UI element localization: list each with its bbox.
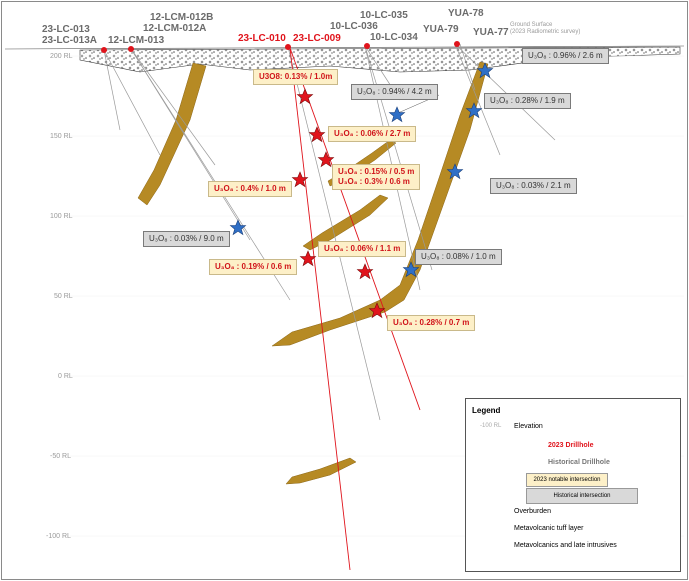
intersection-2023-box-2: U₃O₈ : 0.06% / 2.7 m bbox=[328, 126, 417, 142]
label-23-lc-013a: 23-LC-013A bbox=[42, 35, 98, 46]
intersection-hist-box-3: U₃O₈ : 0.28% / 1.9 m bbox=[484, 93, 571, 109]
legend-elevation: Elevation bbox=[514, 423, 543, 430]
rl-minus-100: -100 RL bbox=[46, 533, 71, 540]
rl-200: 200 RL bbox=[50, 53, 73, 60]
legend-historical-intersection: Historical intersection bbox=[526, 488, 638, 504]
rl-150: 150 RL bbox=[50, 133, 73, 140]
label-10-lc-034: 10-LC-034 bbox=[370, 32, 418, 43]
star-hist-2 bbox=[388, 106, 406, 123]
tuff-layer-deep bbox=[285, 457, 357, 485]
legend-tuff: Metavolcanic tuff layer bbox=[514, 525, 584, 532]
label-23-lc-010: 23-LC-010 bbox=[238, 33, 286, 44]
star-hist-3 bbox=[465, 102, 483, 119]
collar-10-lc-035 bbox=[364, 43, 370, 49]
intersection-2023-box-1: U3O8: 0.13% / 1.0m bbox=[253, 69, 339, 85]
ground-surface-line bbox=[4, 45, 685, 50]
legend-notable-2023: 2023 notable intersection bbox=[526, 473, 608, 487]
tuff-layer-left bbox=[137, 62, 207, 206]
rl-50: 50 RL bbox=[54, 293, 73, 300]
intersection-2023-box-6: U₃O₈ : 0.19% / 0.6 m bbox=[209, 259, 298, 275]
legend: Legend -100 RL Elevation 2023 Drillhole … bbox=[465, 398, 681, 572]
intersection-2023-box-7: U₃O₈ : 0.28% / 0.7 m bbox=[387, 315, 476, 331]
ground-surface-caption: Ground Surface (2023 Radiometric survey) bbox=[510, 22, 580, 36]
star-2023-4 bbox=[291, 171, 309, 188]
label-yua-77: YUA-77 bbox=[473, 27, 509, 38]
intersection-hist-box-2: U₃O₈ : 0.94% / 4.2 m bbox=[351, 84, 438, 100]
label-12-lcm-012a: 12-LCM-012A bbox=[143, 23, 207, 34]
intersection-2023-box-5: U₃O₈ : 0.06% / 1.1 m bbox=[318, 241, 407, 257]
legend-title: Legend bbox=[472, 406, 501, 415]
intersection-2023-box-3-line2: U₃O₈ : 0.3% / 0.6 m bbox=[338, 177, 410, 186]
star-2023-2 bbox=[308, 126, 326, 143]
rl-100: 100 RL bbox=[50, 213, 73, 220]
label-10-lc-035: 10-LC-035 bbox=[360, 10, 408, 21]
intersection-hist-box-5: U₃O₈ : 0.03% / 9.0 m bbox=[143, 231, 230, 247]
star-hist-1 bbox=[476, 62, 494, 79]
intersection-2023-box-3-line1: U₃O₈ : 0.15% / 0.5 m bbox=[338, 167, 415, 176]
intersection-hist-box-6: U₃O₈ : 0.08% / 1.0 m bbox=[415, 249, 502, 265]
drillhole-collars bbox=[101, 41, 460, 53]
label-12-lcm-012b: 12-LCM-012B bbox=[150, 12, 214, 23]
intersection-2023-box-3: U₃O₈ : 0.15% / 0.5 m U₃O₈ : 0.3% / 0.6 m bbox=[332, 164, 421, 190]
star-hist-6 bbox=[402, 261, 420, 278]
star-2023-6 bbox=[356, 263, 374, 280]
drillhole-23-lc-010-trace bbox=[289, 47, 351, 571]
collar-yua-78 bbox=[454, 41, 460, 47]
label-yua-78: YUA-78 bbox=[448, 8, 484, 19]
legend-drillhole-2023: 2023 Drillhole bbox=[548, 442, 594, 449]
label-12-lcm-013: 12-LCM-013 bbox=[108, 35, 165, 46]
star-2023-3 bbox=[317, 151, 335, 168]
collar-12-lcm-013 bbox=[128, 46, 134, 52]
drillhole-2023-traces bbox=[289, 47, 421, 571]
legend-intrusives: Metavolcanics and late intrusives bbox=[514, 542, 617, 549]
stars-2023 bbox=[291, 88, 386, 319]
ground-surface-line1: Ground Surface bbox=[510, 22, 553, 28]
star-2023-5 bbox=[299, 250, 317, 267]
label-10-lc-036: 10-LC-036 bbox=[330, 21, 378, 32]
label-23-lc-009: 23-LC-009 bbox=[293, 33, 341, 44]
label-yua-79: YUA-79 bbox=[423, 24, 459, 35]
star-2023-7 bbox=[368, 302, 386, 319]
stars-historical bbox=[229, 62, 494, 278]
star-hist-5 bbox=[229, 219, 247, 236]
legend-overburden: Overburden bbox=[514, 508, 551, 515]
legend-drillhole-historical: Historical Drillhole bbox=[548, 459, 610, 466]
tuff-layers bbox=[137, 61, 489, 485]
star-2023-1 bbox=[296, 88, 314, 105]
intersection-hist-box-1: U₃O₈ : 0.96% / 2.6 m bbox=[522, 48, 609, 64]
star-hist-4 bbox=[446, 163, 464, 180]
rl-minus-50: -50 RL bbox=[50, 453, 72, 460]
collar-23-lc-010 bbox=[285, 44, 291, 50]
tuff-layer-main bbox=[271, 61, 489, 347]
intersection-2023-box-4: U₃O₈ : 0.4% / 1.0 m bbox=[208, 181, 292, 197]
rl-0: 0 RL bbox=[58, 373, 73, 380]
tuff-layer-mid bbox=[302, 194, 389, 251]
collar-23-lc-013 bbox=[101, 47, 107, 53]
ground-surface-line2: (2023 Radiometric survey) bbox=[510, 29, 581, 35]
intersection-hist-box-4: U₃O₈ : 0.03% / 2.1 m bbox=[490, 178, 577, 194]
drillhole-23-lc-009-trace bbox=[289, 47, 421, 411]
label-23-lc-013: 23-LC-013 bbox=[42, 24, 90, 35]
legend-elevation-sample: -100 RL bbox=[480, 423, 502, 429]
